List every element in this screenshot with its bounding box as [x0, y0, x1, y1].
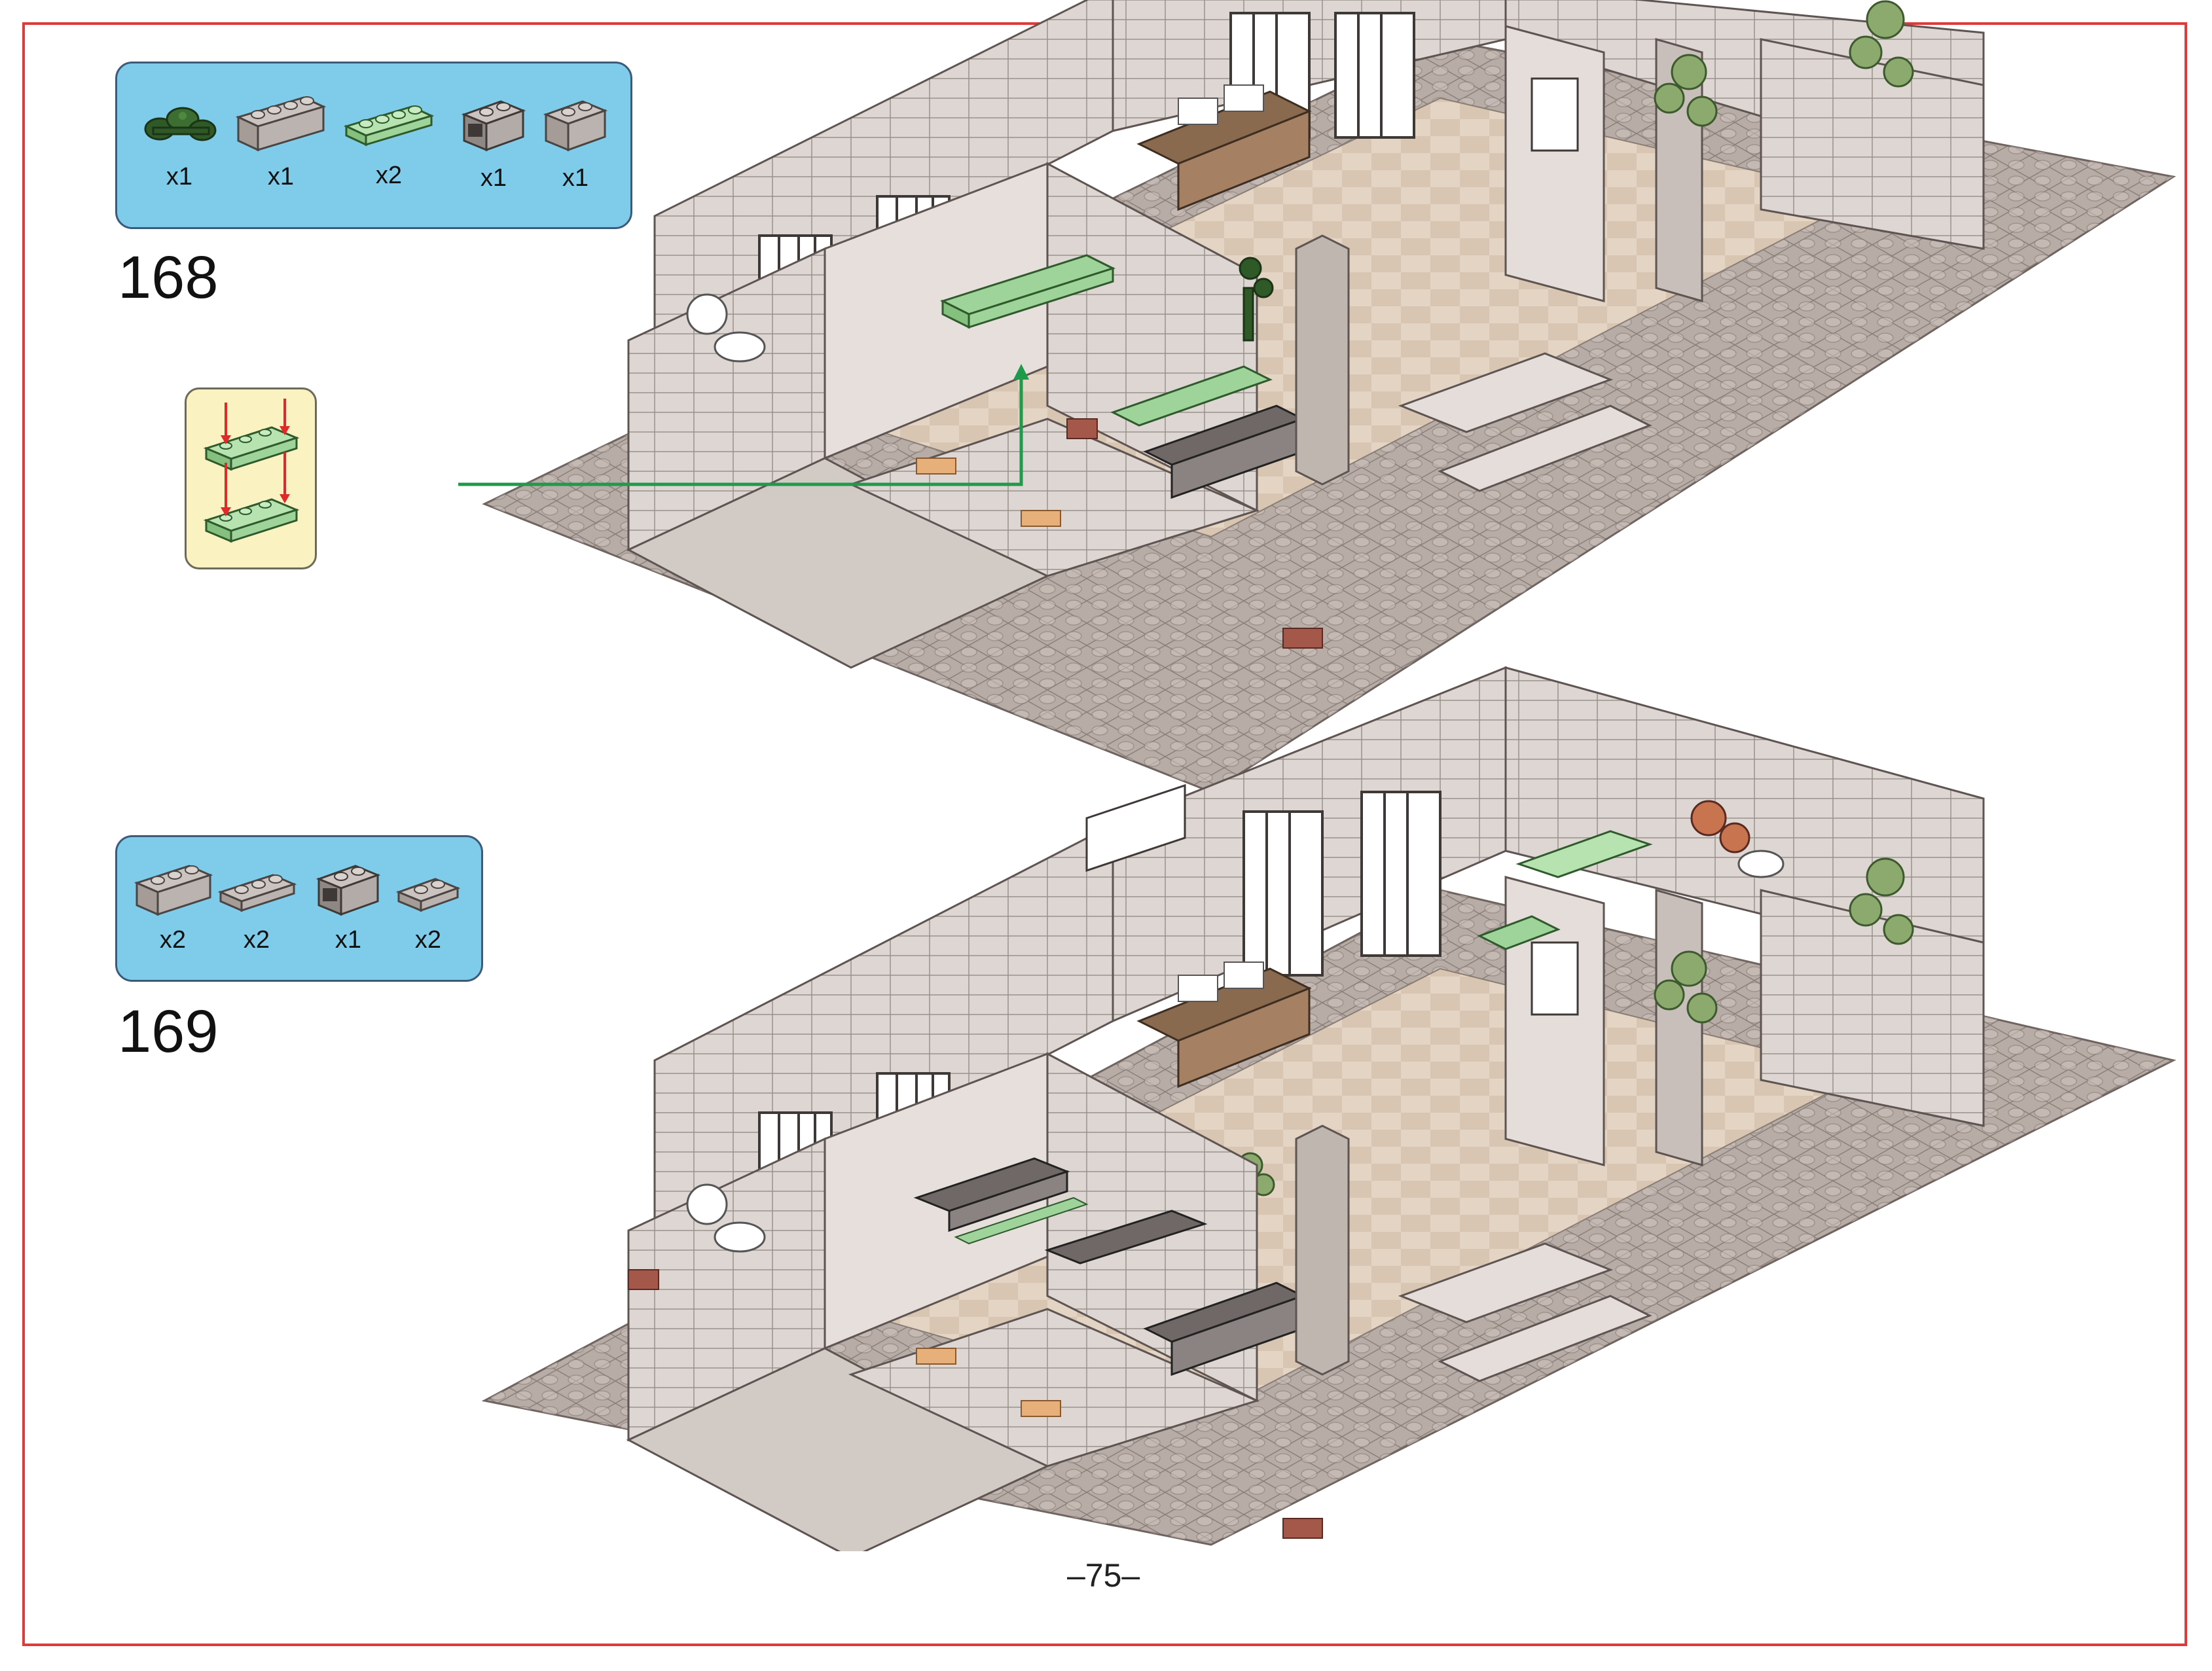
grey-plate-1x2-icon: [395, 878, 461, 912]
part-item: x2: [340, 95, 438, 190]
grey-plate-1x3-icon: [217, 874, 297, 912]
grey-brick-1x2-icon: [543, 100, 608, 152]
step-number: 168: [118, 244, 219, 311]
parts-list-step-168: x1 x1 x2: [115, 62, 632, 229]
part-qty: x1: [267, 163, 295, 190]
parts-list-step-169: x2 x2 x1 x2: [115, 835, 483, 982]
stacked-plates-icon: [203, 399, 300, 543]
part-qty: x1: [335, 926, 362, 954]
part-qty: x1: [166, 163, 193, 190]
light-green-plate-1x4-icon: [343, 105, 435, 147]
part-qty: x2: [159, 926, 187, 954]
part-qty: x1: [562, 164, 589, 192]
part-item: x1: [299, 853, 397, 954]
page-number: –75–: [1067, 1557, 1140, 1594]
part-qty: x2: [243, 926, 270, 954]
part-qty: x2: [414, 926, 442, 954]
sub-assembly-callout: [185, 387, 317, 569]
part-qty: x1: [480, 164, 507, 192]
part-item: x1: [526, 86, 625, 192]
part-item: x1: [444, 86, 543, 192]
part-item: x1: [130, 90, 228, 191]
dark-green-plant-leaf-icon: [144, 107, 217, 141]
model-illustration-step-169: [481, 666, 2177, 1551]
part-qty: x2: [375, 162, 403, 189]
grey-brick-1x3-icon: [134, 865, 213, 916]
grey-grille-brick-icon: [461, 100, 526, 152]
part-item: x1: [232, 84, 330, 191]
model-illustration-step-168: [458, 0, 2176, 793]
part-item: x2: [124, 853, 222, 954]
grey-grille-brick-icon: [316, 865, 381, 916]
part-item: x2: [208, 863, 306, 954]
part-item: x2: [379, 866, 477, 954]
grey-brick-1x4-icon: [235, 96, 327, 152]
step-number: 169: [118, 998, 219, 1065]
